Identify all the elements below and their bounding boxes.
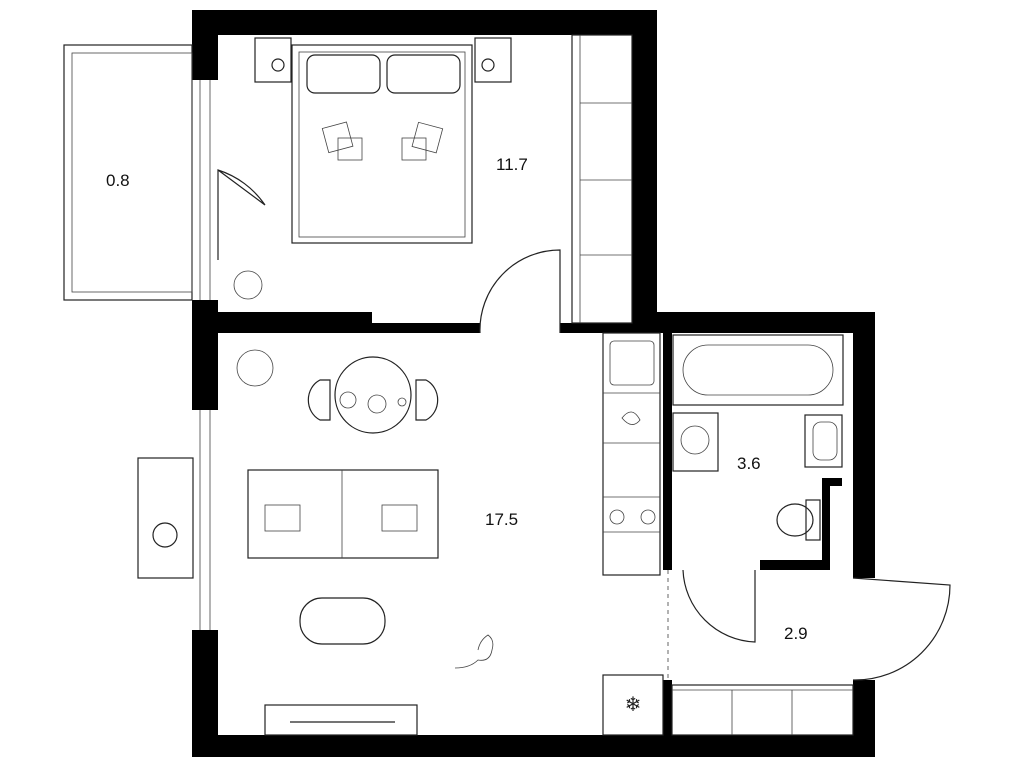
- balcony: [63, 44, 193, 301]
- bathroom-door[interactable]: [682, 569, 756, 643]
- sink: [804, 414, 843, 468]
- bedroom-door[interactable]: [479, 249, 561, 334]
- nightstands: [254, 37, 512, 83]
- fan-icon: [152, 522, 178, 548]
- walls: [192, 10, 875, 757]
- area-label-balcony: 0.8: [106, 171, 130, 190]
- cat-icon: [454, 634, 494, 669]
- hallway-closet: [671, 684, 854, 736]
- tv-stand: [264, 704, 418, 736]
- wardrobe: [571, 34, 633, 324]
- bed: [291, 44, 473, 244]
- balcony-door[interactable]: [217, 169, 266, 260]
- area-label-bedroom: 11.7: [496, 155, 528, 174]
- kitchen-counter: [602, 332, 661, 576]
- dining-table: [307, 356, 439, 434]
- plant-icon: [233, 270, 274, 387]
- coffee-table: [299, 597, 386, 645]
- washing-machine: [672, 412, 719, 472]
- area-label-hallway: 2.9: [784, 624, 808, 643]
- area-label-living-kitchen: 17.5: [485, 510, 518, 529]
- toilet: [776, 499, 821, 541]
- entrance-door[interactable]: [852, 577, 951, 681]
- sofa: [247, 469, 439, 559]
- area-label-bathroom: 3.6: [737, 454, 761, 473]
- bathtub: [672, 334, 844, 406]
- windows: [199, 80, 211, 630]
- snowflake-icon: ❄: [625, 694, 642, 716]
- fridge: [602, 674, 664, 736]
- radiator-unit: [137, 457, 194, 579]
